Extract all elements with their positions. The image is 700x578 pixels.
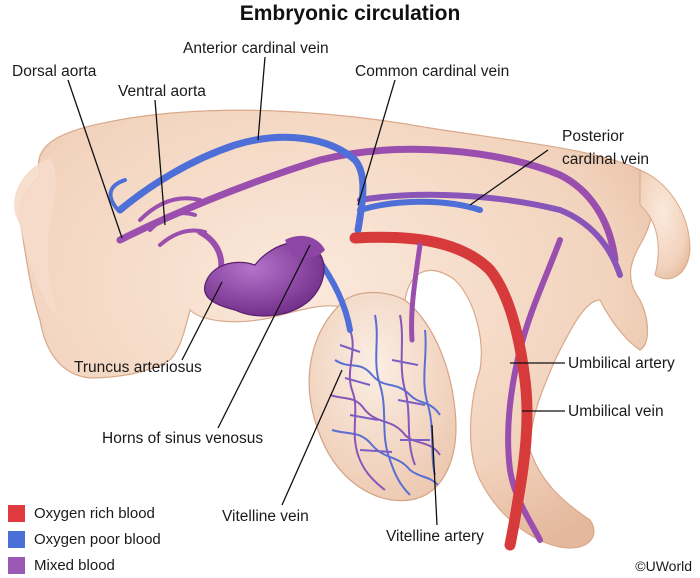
legend-item-oxygen-poor: Oxygen poor blood: [8, 526, 161, 552]
label-anterior-cardinal-vein: Anterior cardinal vein: [183, 40, 329, 57]
umbilical-vein-vessel: [349, 231, 533, 551]
legend-label: Oxygen poor blood: [34, 530, 161, 548]
leader-truncus-arteriosus: [181, 281, 223, 361]
leader-dorsal-aorta: [67, 79, 123, 239]
diagram-title: Embryonic circulation: [239, 2, 461, 25]
swatch-mixed: [8, 556, 25, 574]
label-posterior-line1: Posterior: [562, 128, 624, 145]
swatch-oxygen-poor: [8, 530, 25, 548]
dorsal-aorta-vessel: [116, 145, 619, 264]
leader-horns-of-sinus-venosus: [217, 244, 311, 429]
leader-posterior-cardinal-vein: [469, 149, 549, 206]
anterior-cardinal-vessel: [116, 133, 367, 234]
labels: Dorsal aorta Ventral aorta Anterior card…: [12, 40, 675, 545]
label-truncus-arteriosus: Truncus arteriosus: [74, 359, 202, 376]
vitelline-artery-vessel: [409, 242, 423, 343]
legend-item-mixed: Mixed blood: [8, 552, 161, 578]
legend: Oxygen rich blood Oxygen poor blood Mixe…: [8, 500, 161, 578]
label-umbilical-artery: Umbilical artery: [568, 355, 675, 372]
embryo-body: [14, 109, 691, 549]
leader-vitelline-artery: [431, 424, 438, 526]
heart: [204, 235, 325, 317]
vitelline-network: [329, 314, 441, 496]
leader-vitelline-vein: [281, 369, 343, 506]
label-umbilical-vein: Umbilical vein: [568, 403, 664, 420]
label-vitelline-artery: Vitelline artery: [386, 528, 484, 545]
legend-label: Oxygen rich blood: [34, 504, 155, 522]
label-common-cardinal-vein: Common cardinal vein: [355, 63, 509, 80]
label-dorsal-aorta: Dorsal aorta: [12, 63, 97, 80]
posterior-cardinal-vessel: [357, 191, 623, 278]
leader-common-cardinal-vein: [357, 79, 396, 206]
label-ventral-aorta: Ventral aorta: [118, 83, 206, 100]
leader-lines: [67, 56, 565, 526]
leader-anterior-cardinal-vein: [257, 56, 266, 141]
copyright-text: ©UWorld: [635, 558, 692, 574]
label-vitelline-vein: Vitelline vein: [222, 508, 309, 525]
swatch-oxygen-rich: [8, 504, 25, 522]
legend-label: Mixed blood: [34, 556, 115, 574]
label-posterior-line2: cardinal vein: [562, 151, 649, 168]
legend-item-oxygen-rich: Oxygen rich blood: [8, 500, 161, 526]
leader-ventral-aorta: [154, 99, 166, 226]
label-horns-of-sinus-venosus: Horns of sinus venosus: [102, 430, 263, 447]
